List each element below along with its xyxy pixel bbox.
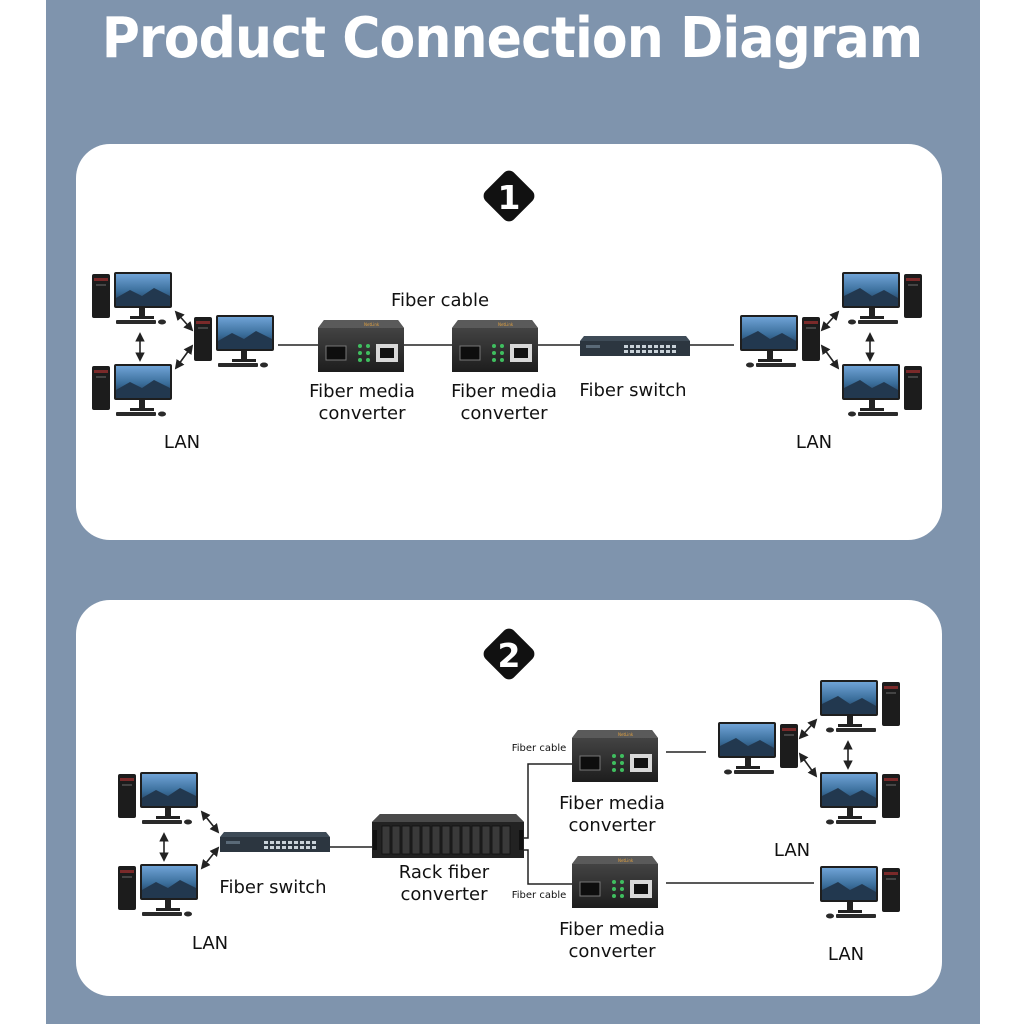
pc-icon	[718, 722, 798, 775]
media-converter-icon	[317, 319, 405, 373]
lan-left-label: LAN	[163, 432, 201, 453]
rack-chassis-icon	[371, 813, 525, 859]
converter-a-label: Fiber media converter	[309, 381, 415, 424]
pc-icon	[842, 272, 922, 325]
fiber-cable-bottom-label: Fiber cable	[511, 890, 567, 901]
pc-icon	[92, 272, 172, 325]
switch-label: Fiber switch	[579, 380, 687, 401]
lan-top-right-label: LAN	[773, 840, 811, 861]
lan-link-arrow	[820, 310, 840, 332]
media-converter-icon	[571, 855, 659, 909]
lan-link-arrow	[820, 344, 840, 370]
converter-b-label: Fiber media converter	[451, 381, 557, 424]
panel-2-badge: 2	[483, 628, 535, 680]
lan-link-arrow	[174, 310, 194, 332]
converter-bottom-label: Fiber media converter	[559, 919, 665, 962]
rack-label: Rack fiber converter	[398, 862, 490, 905]
fiber-line	[524, 849, 572, 885]
pc-icon	[740, 315, 820, 368]
pc-icon	[92, 364, 172, 417]
network-switch-icon	[220, 832, 330, 852]
network-switch-icon	[580, 336, 690, 356]
media-converter-icon	[451, 319, 539, 373]
lan-link-arrow	[174, 344, 194, 370]
lan-link-arrow	[200, 846, 220, 870]
lan-link-arrow	[200, 810, 220, 834]
pc-icon	[820, 772, 900, 825]
switch-label: Fiber switch	[219, 877, 327, 898]
pc-icon	[820, 866, 900, 919]
fiber-line	[524, 763, 572, 839]
svg-text:2: 2	[498, 636, 521, 675]
pc-icon	[118, 864, 198, 917]
pc-icon	[194, 315, 274, 368]
lan-left-label: LAN	[191, 933, 229, 954]
lan-bottom-right-label: LAN	[827, 944, 865, 965]
pc-icon	[820, 680, 900, 733]
pc-icon	[842, 364, 922, 417]
media-converter-icon	[571, 729, 659, 783]
lan-link-arrow	[798, 752, 818, 778]
lan-right-label: LAN	[795, 432, 833, 453]
svg-text:1: 1	[498, 178, 521, 217]
fiber-cable-label: Fiber cable	[390, 290, 490, 311]
lan-link-arrow	[798, 718, 818, 740]
pc-icon	[118, 772, 198, 825]
panel-1-badge: 1	[483, 170, 535, 222]
fiber-cable-top-label: Fiber cable	[511, 743, 567, 754]
page-title: Product Connection Diagram	[101, 6, 923, 71]
converter-top-label: Fiber media converter	[559, 793, 665, 836]
